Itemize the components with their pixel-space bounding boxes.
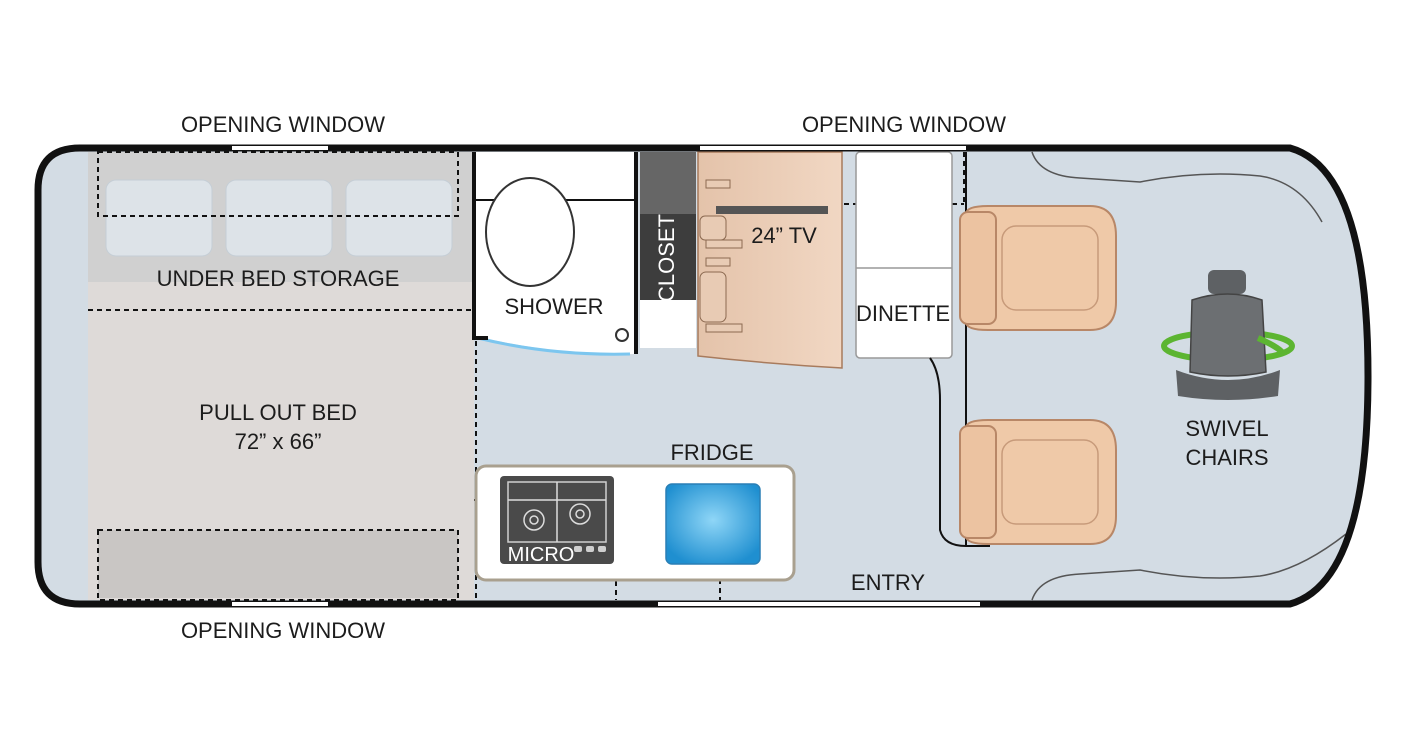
window-gaps	[232, 146, 980, 606]
tv-label: 24” TV	[751, 223, 817, 248]
cabinet-handles	[699, 179, 743, 333]
window-label-top-right: OPENING WINDOW	[802, 112, 1006, 137]
cab-dash-outline-bottom	[1031, 533, 1347, 601]
shower-drain	[615, 328, 629, 342]
van-wall	[34, 144, 1372, 608]
chairs-label: CHAIRS	[1185, 445, 1268, 470]
passenger-seat-top	[959, 205, 1117, 331]
window-label-top-left: OPENING WINDOW	[181, 112, 385, 137]
micro-buttons	[574, 546, 606, 552]
toilet	[485, 177, 575, 287]
dinette-label: DINETTE	[856, 301, 950, 326]
tv	[716, 206, 828, 214]
dinette-table-edge	[929, 357, 990, 547]
cab-dash-outline-top	[1031, 151, 1323, 223]
closet-label: CLOSET	[654, 214, 679, 302]
pull-out-bed-label: PULL OUT BED	[199, 400, 357, 425]
under-bed-storage-label: UNDER BED STORAGE	[157, 266, 400, 291]
dinette-area	[855, 151, 953, 359]
bed-size-label: 72” x 66”	[235, 429, 322, 454]
closet-top	[640, 152, 696, 214]
shower-curtain-line	[477, 336, 631, 356]
pillow	[225, 179, 333, 257]
burner-icons	[508, 482, 606, 542]
pillow	[345, 179, 453, 257]
shower-label: SHOWER	[505, 294, 604, 319]
swivel-label: SWIVEL	[1185, 416, 1268, 441]
window-label-bottom: OPENING WINDOW	[181, 618, 385, 643]
bath-wall	[472, 152, 488, 340]
fridge-label: FRIDGE	[670, 440, 753, 465]
micro-label: MICRO	[508, 544, 575, 566]
passenger-seat-bottom	[959, 419, 1117, 545]
pillow	[105, 179, 213, 257]
entry-label: ENTRY	[851, 570, 925, 595]
bed-lower-storage	[98, 530, 458, 598]
swivel-chair-icon	[1161, 270, 1295, 400]
fridge	[665, 483, 761, 565]
